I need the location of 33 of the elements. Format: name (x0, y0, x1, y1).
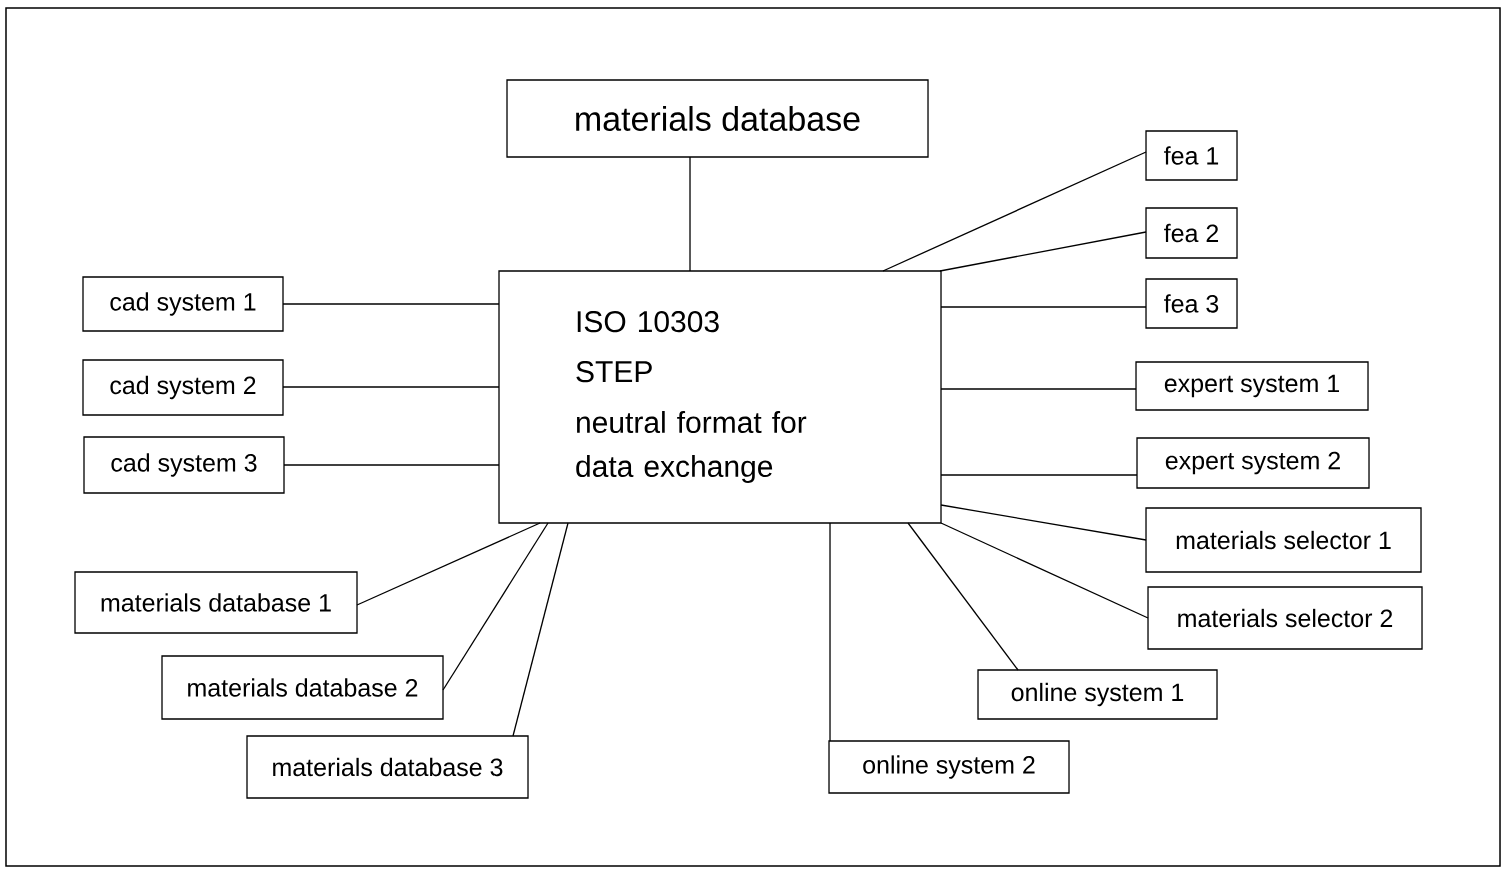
system-box: cad system 2 (82, 359, 284, 416)
connector-line (940, 522, 1149, 619)
system-box: materials database 3 (246, 735, 529, 799)
system-box: materials selector 2 (1147, 586, 1423, 650)
system-box: expert system 1 (1135, 361, 1369, 411)
system-box: expert system 2 (1136, 437, 1370, 489)
system-box: materials database (506, 79, 929, 158)
system-box: fea 3 (1145, 278, 1238, 329)
system-box: materials database 2 (161, 655, 444, 720)
connector-line (882, 151, 1147, 272)
connector-line (442, 522, 549, 691)
system-box: online system 1 (977, 669, 1218, 720)
system-box: cad system 3 (83, 436, 285, 494)
system-box: fea 2 (1145, 207, 1238, 259)
connector-line (907, 522, 1019, 671)
connector-line (940, 306, 1147, 308)
connector-line (689, 156, 691, 272)
system-box: materials database 1 (74, 571, 358, 634)
hub-box: ISO 10303 STEP neutral format for data exchange (498, 270, 942, 524)
connector-line (940, 388, 1137, 390)
connector-line (940, 474, 1138, 476)
system-box: fea 1 (1145, 130, 1238, 181)
connector-line (829, 522, 831, 742)
connector-line (282, 386, 500, 388)
connector-line (283, 464, 500, 466)
connector-line (282, 303, 500, 305)
connector-line (512, 522, 569, 737)
connector-line (940, 504, 1147, 541)
system-box: online system 2 (828, 740, 1070, 794)
system-box: cad system 1 (82, 276, 284, 332)
connector-line (356, 522, 541, 606)
connector-line (939, 231, 1147, 272)
system-box: materials selector 1 (1145, 507, 1422, 573)
